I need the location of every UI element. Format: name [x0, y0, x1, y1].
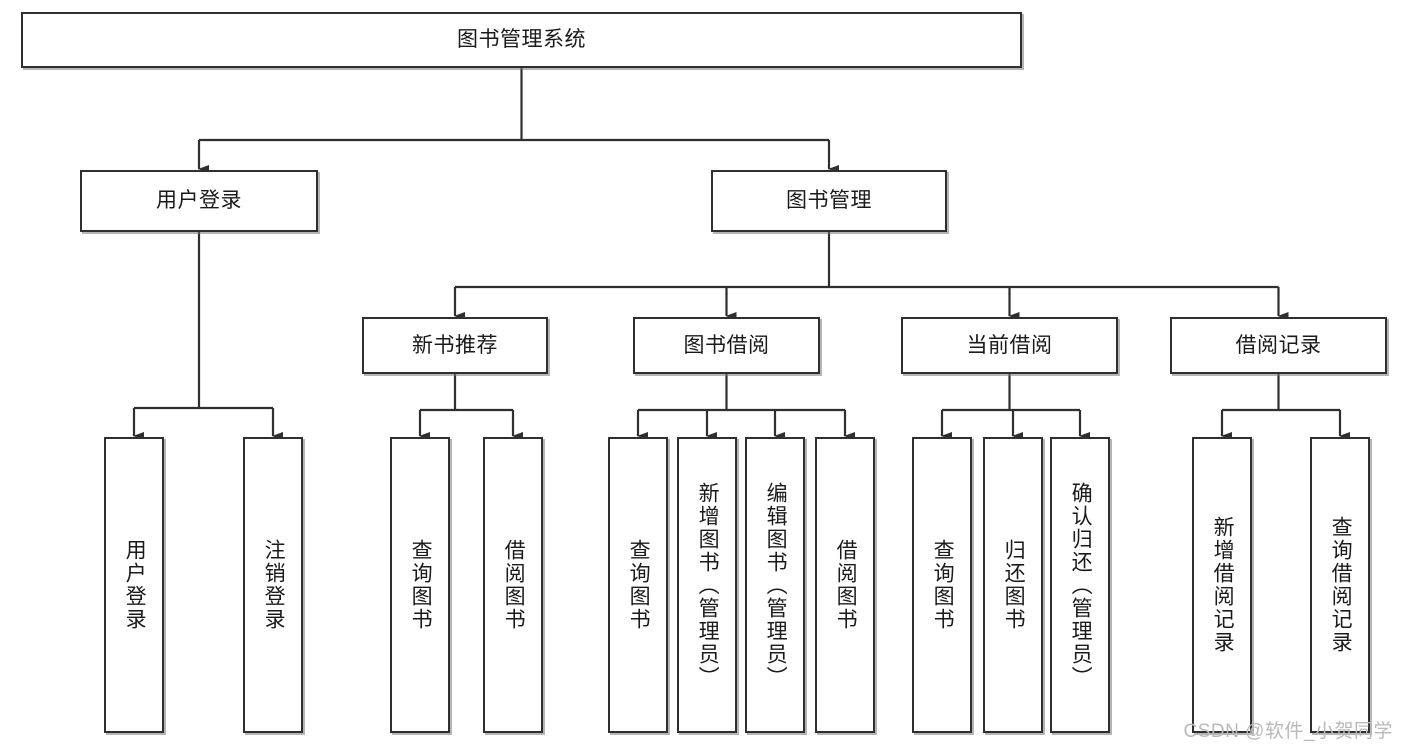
node-label: 归还图书 [1002, 539, 1026, 631]
node-label: 图书借阅 [683, 333, 770, 357]
node-label: 确认归还（管理员） [1069, 481, 1093, 689]
node-leaf_7[interactable]: 借阅图书 [815, 437, 875, 733]
node-label: 借阅记录 [1235, 333, 1322, 357]
node-l3_3[interactable]: 借阅记录 [1170, 317, 1387, 374]
node-label: 图书管理系统 [457, 28, 586, 52]
node-leaf_8[interactable]: 查询图书 [912, 437, 972, 733]
node-leaf_12[interactable]: 查询借阅记录 [1310, 437, 1370, 733]
node-leaf_2[interactable]: 查询图书 [390, 437, 450, 733]
node-label: 图书管理 [786, 189, 872, 213]
node-l3_0[interactable]: 新书推荐 [362, 317, 548, 374]
node-leaf_10[interactable]: 确认归还（管理员） [1050, 437, 1110, 733]
watermark-text: CSDN @软件_小贺同学 [1183, 721, 1393, 742]
node-l3_2[interactable]: 当前借阅 [901, 317, 1118, 374]
node-label: 借阅图书 [502, 539, 526, 631]
node-leaf_5[interactable]: 新增图书（管理员） [677, 437, 737, 733]
node-leaf_6[interactable]: 编辑图书（管理员） [745, 437, 805, 733]
node-label: 注销登录 [262, 539, 286, 631]
node-label: 新书推荐 [412, 333, 498, 357]
node-l2_1[interactable]: 图书管理 [711, 170, 947, 232]
node-label: 新增图书（管理员） [696, 481, 720, 689]
node-l2_0[interactable]: 用户登录 [80, 170, 318, 232]
node-label: 编辑图书（管理员） [764, 481, 788, 689]
node-label: 查询图书 [627, 539, 651, 631]
node-label: 借阅图书 [834, 539, 858, 631]
node-leaf_11[interactable]: 新增借阅记录 [1192, 437, 1252, 733]
edges-group [132, 68, 1350, 440]
node-label: 新增借阅记录 [1211, 516, 1235, 654]
node-label: 用户登录 [123, 539, 147, 631]
node-label: 用户登录 [156, 189, 242, 213]
node-leaf_0[interactable]: 用户登录 [104, 437, 164, 733]
node-label: 当前借阅 [966, 333, 1053, 357]
node-root[interactable]: 图书管理系统 [21, 12, 1022, 68]
node-label: 查询图书 [409, 539, 433, 631]
node-leaf_1[interactable]: 注销登录 [243, 437, 303, 733]
node-l3_1[interactable]: 图书借阅 [633, 317, 820, 374]
node-leaf_4[interactable]: 查询图书 [608, 437, 668, 733]
node-leaf_3[interactable]: 借阅图书 [483, 437, 543, 733]
node-leaf_9[interactable]: 归还图书 [983, 437, 1043, 733]
node-label: 查询借阅记录 [1329, 516, 1353, 654]
node-label: 查询图书 [931, 539, 955, 631]
